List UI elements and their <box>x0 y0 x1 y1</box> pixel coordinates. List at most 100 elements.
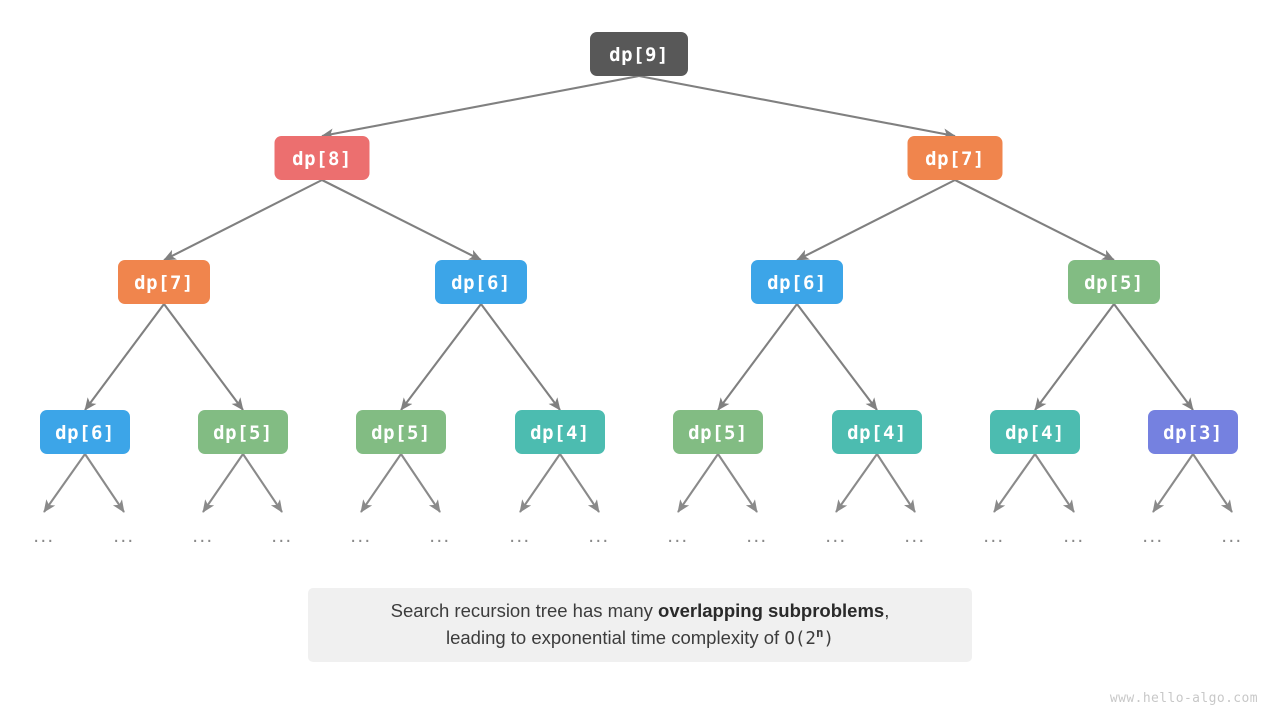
tree-node-label: dp[6] <box>767 272 827 294</box>
ellipsis-label: ... <box>1142 525 1163 547</box>
tree-edge <box>163 303 244 411</box>
tree-node[interactable]: dp[5] <box>356 410 446 454</box>
tree-node-label: dp[5] <box>688 422 748 444</box>
caption-line-2: leading to exponential time complexity o… <box>446 624 834 652</box>
caption-line-1: Search recursion tree has many overlappi… <box>391 598 890 624</box>
tree-node[interactable]: dp[5] <box>673 410 763 454</box>
tree-edge <box>1034 303 1115 411</box>
ellipsis-label: ... <box>746 525 767 547</box>
tree-edge <box>84 303 165 411</box>
tree-leaf-edge <box>84 453 125 513</box>
tree-edge <box>717 303 798 411</box>
ellipsis-label: ... <box>271 525 292 547</box>
tree-node[interactable]: dp[6] <box>435 260 527 304</box>
tree-node-label: dp[5] <box>213 422 273 444</box>
tree-node[interactable]: dp[6] <box>40 410 130 454</box>
tree-node-box <box>356 410 446 454</box>
tree-node-box <box>435 260 527 304</box>
tree-node-box <box>673 410 763 454</box>
tree-node[interactable]: dp[3] <box>1148 410 1238 454</box>
tree-node-label: dp[5] <box>371 422 431 444</box>
ellipsis-label: ... <box>983 525 1004 547</box>
tree-node-box <box>1068 260 1160 304</box>
tree-leaf-edge <box>202 453 244 513</box>
tree-node-box <box>274 136 370 180</box>
tree-edge <box>400 303 482 411</box>
tree-edges <box>84 74 1194 411</box>
tree-leaf-edge <box>677 453 719 513</box>
watermark: www.hello-algo.com <box>1109 691 1258 706</box>
tree-node[interactable]: dp[5] <box>198 410 288 454</box>
ellipsis-label: ... <box>429 525 450 547</box>
tree-node-label: dp[5] <box>1084 272 1144 294</box>
caption-line1-text: Search recursion tree has many <box>390 600 659 622</box>
tree-leaf-edge <box>717 453 758 513</box>
tree-node[interactable]: dp[4] <box>515 410 605 454</box>
complexity-close: ) <box>823 629 835 650</box>
tree-node[interactable]: dp[7] <box>907 136 1003 180</box>
tree-leaf-edge <box>242 453 283 513</box>
tree-node[interactable]: dp[4] <box>990 410 1080 454</box>
tree-node[interactable]: dp[5] <box>1068 260 1160 304</box>
ellipsis-label: ... <box>904 525 925 547</box>
tree-leaf-edge <box>559 453 600 513</box>
ellipsis-label: ... <box>667 525 688 547</box>
tree-edge <box>321 74 640 140</box>
tree-node-label: dp[6] <box>55 422 115 444</box>
ellipsis-label: ... <box>588 525 609 547</box>
tree-leaf-edge <box>835 453 878 513</box>
tree-nodes: dp[9] dp[8] dp[7] dp[7] dp[6] dp[6] dp[5] dp[6]… <box>40 32 1238 454</box>
tree-node[interactable]: dp[9] <box>590 32 688 76</box>
ellipsis-label: ... <box>1221 525 1242 547</box>
tree-leaf-edge <box>43 453 86 513</box>
ellipsis-label: ... <box>509 525 530 547</box>
tree-node-label: dp[8] <box>292 148 352 170</box>
ellipsis-label: ... <box>825 525 846 547</box>
tree-leaf-edge <box>360 453 402 513</box>
tree-leaf-edges <box>43 453 1233 513</box>
complexity-exponent: n <box>815 625 824 641</box>
tree-leaf-edge <box>400 453 441 513</box>
tree-node-box <box>907 136 1003 180</box>
tree-node-label: dp[3] <box>1163 422 1223 444</box>
ellipsis-label: ... <box>1063 525 1084 547</box>
tree-node-label: dp[7] <box>925 148 985 170</box>
tree-node-box <box>590 32 688 76</box>
tree-leaf-edge <box>519 453 561 513</box>
ellipsis-label: ... <box>113 525 134 547</box>
tree-edge <box>1113 303 1194 411</box>
tree-node-label: dp[9] <box>609 44 669 66</box>
tree-node-label: dp[4] <box>530 422 590 444</box>
tree-node-label: dp[4] <box>1005 422 1065 444</box>
tree-leaf-edge <box>993 453 1036 513</box>
ellipsis-label: ... <box>33 525 54 547</box>
tree-leaf-edge <box>876 453 916 513</box>
tree-edge <box>480 303 561 411</box>
caption-box: Search recursion tree has many overlappi… <box>308 588 972 662</box>
tree-leaf-edge <box>1192 453 1233 513</box>
caption-emphasis: overlapping subproblems <box>658 600 885 622</box>
tree-node-box <box>40 410 130 454</box>
tree-node[interactable]: dp[8] <box>274 136 370 180</box>
tree-node[interactable]: dp[6] <box>751 260 843 304</box>
tree-edge <box>796 303 878 411</box>
tree-node[interactable]: dp[4] <box>832 410 922 454</box>
tree-edge <box>321 179 482 261</box>
tree-node-label: dp[4] <box>847 422 907 444</box>
ellipsis-label: ... <box>350 525 371 547</box>
tree-node-label: dp[6] <box>451 272 511 294</box>
tree-node-label: dp[7] <box>134 272 194 294</box>
tree-ellipsis-labels: ........................................… <box>33 525 1242 547</box>
caption-line2-text: leading to exponential time complexity o… <box>445 627 785 649</box>
complexity-base: O(2 <box>784 629 816 650</box>
tree-node-box <box>832 410 922 454</box>
ellipsis-label: ... <box>192 525 213 547</box>
tree-leaf-edge <box>1152 453 1194 513</box>
tree-node-box <box>118 260 210 304</box>
tree-edge <box>163 179 323 261</box>
tree-node[interactable]: dp[7] <box>118 260 210 304</box>
tree-node-box <box>990 410 1080 454</box>
tree-node-box <box>515 410 605 454</box>
